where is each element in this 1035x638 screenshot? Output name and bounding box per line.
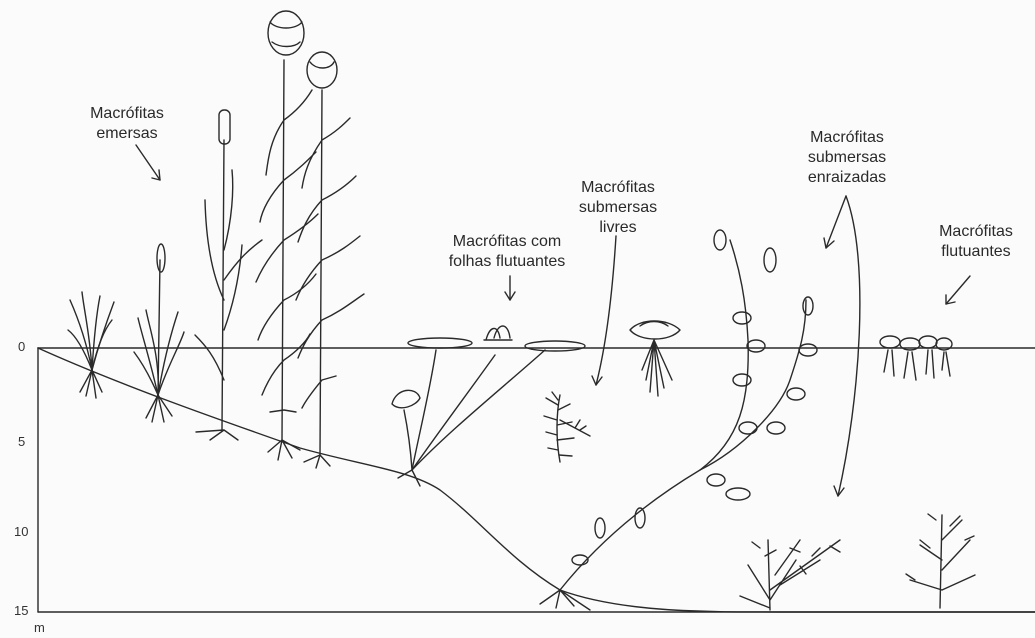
arrow-folhas-flutuantes [505,276,515,300]
depth-tick-10: 10 [14,524,28,539]
floating-plants-group [880,336,952,380]
label-macrofitas-submersas-livres: Macrófitas submersas livres [568,178,668,238]
emergent-spike-plant [134,244,184,422]
label-line: Macrófitas [926,222,1026,242]
label-macrofitas-folhas-flutuantes: Macrófitas com folhas flutuantes [432,232,582,272]
depth-tick-15: 15 [14,603,28,618]
label-macrofitas-submersas-enraizadas: Macrófitas submersas enraizadas [792,128,902,188]
free-submerged-plant [544,392,590,462]
rooted-submerged-shrub-right [906,514,975,608]
emergent-grass-plant [68,292,114,398]
label-line: flutuantes [926,242,1026,262]
depth-tick-5: 5 [18,434,25,449]
label-line: Macrófitas [792,128,902,148]
label-macrofitas-flutuantes: Macrófitas flutuantes [926,222,1026,262]
label-line: livres [568,218,668,238]
label-line: Macrófitas com [432,232,582,252]
floating-rosette-plant [630,321,680,396]
rooted-submerged-plant-tall [540,230,817,610]
floating-leaved-plant [392,326,585,486]
cattail-plant [195,110,262,440]
reed-plant-second [296,52,364,468]
label-line: submersas [792,148,902,168]
depth-unit: m [34,620,45,635]
label-line: folhas flutuantes [432,252,582,272]
label-line: submersas [568,198,668,218]
lake-bottom-profile [38,348,1035,612]
rooted-submerged-shrub-left [740,540,840,610]
label-line: Macrófitas [82,104,172,124]
label-macrofitas-emersas: Macrófitas emersas [82,104,172,144]
arrow-emersas [136,145,160,180]
depth-tick-0: 0 [18,339,25,354]
label-line: emersas [82,124,172,144]
arrow-submersas-livres [592,236,616,385]
label-line: Macrófitas [568,178,668,198]
label-line: enraizadas [792,168,902,188]
arrow-submersas-enraizadas [824,196,860,496]
arrow-flutuantes [946,276,970,304]
